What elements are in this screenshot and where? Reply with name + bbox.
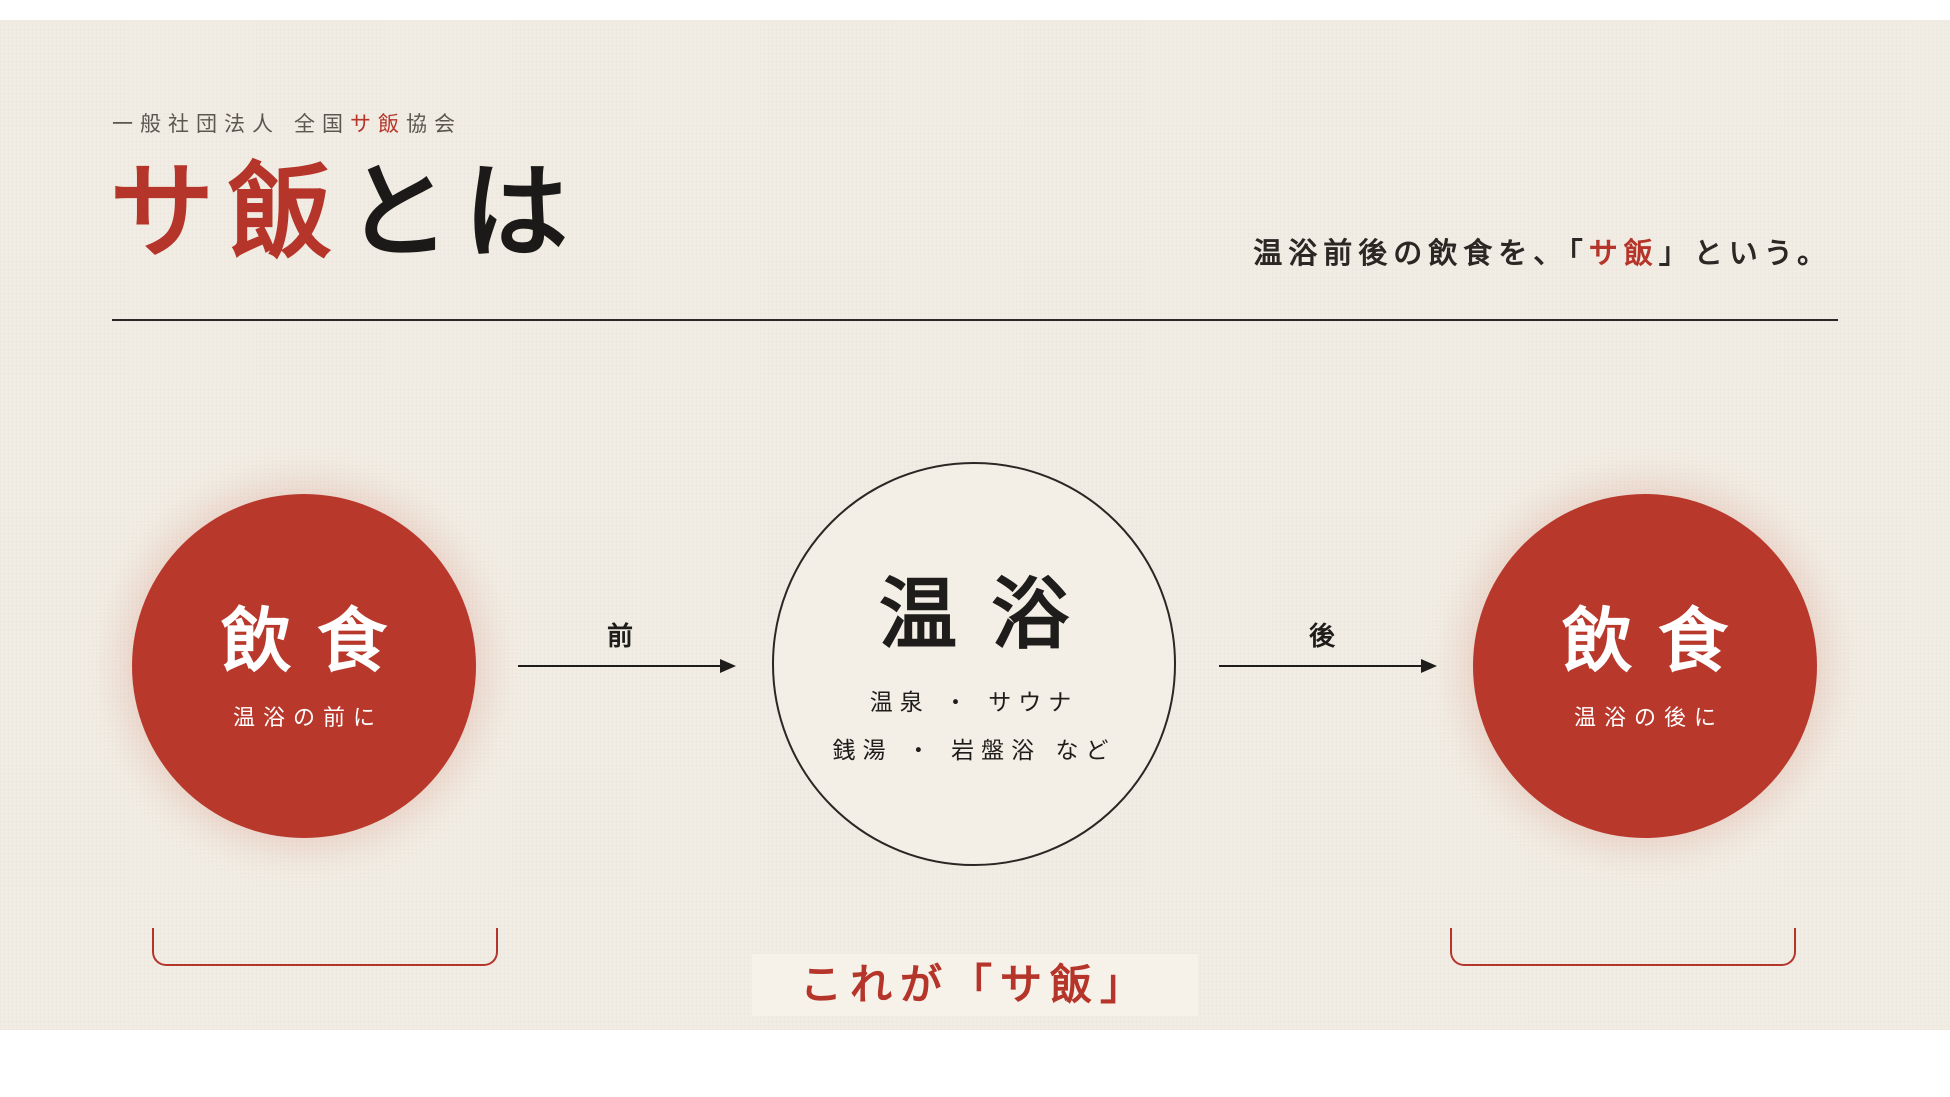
circle-eat-before: 飲食 温浴の前に xyxy=(132,494,476,838)
tagline-pre: 温浴前後の飲食を、「 xyxy=(1253,236,1589,270)
circle-eat-after: 飲食 温浴の後に xyxy=(1473,494,1817,838)
tagline-post: 」という。 xyxy=(1658,236,1832,270)
org-prefix: 一般社団法人 xyxy=(112,112,280,136)
bracket-right xyxy=(1450,928,1796,966)
tagline: 温浴前後の飲食を、「サ飯」という。 xyxy=(1253,230,1832,272)
circle-bathing: 温浴 温泉 ・ サウナ 銭湯 ・ 岩盤浴 など xyxy=(772,462,1176,866)
caption: これが「サ飯」 xyxy=(752,954,1198,1016)
circle-after-title: 飲食 xyxy=(1562,599,1754,682)
slide: 一般社団法人全国サ飯協会 サ飯とは 温浴前後の飲食を、「サ飯」という。 飲食 温… xyxy=(0,20,1950,1030)
arrow-after-label: 後 xyxy=(1308,622,1335,652)
page-title: サ飯とは xyxy=(110,160,582,264)
caption-text: これが「サ飯」 xyxy=(799,960,1150,1009)
org-accent: サ飯 xyxy=(350,112,406,136)
tagline-accent: サ飯 xyxy=(1588,236,1659,270)
circle-after-subtitle: 温浴の後に xyxy=(1573,706,1724,731)
title-rest: とは xyxy=(346,150,583,273)
header-divider xyxy=(112,319,1838,321)
org-pre: 全国 xyxy=(294,112,350,136)
bracket-left xyxy=(152,928,498,966)
arrow-before-label: 前 xyxy=(606,622,633,652)
organization-name: 一般社団法人全国サ飯協会 xyxy=(112,108,462,138)
title-accent: サ飯 xyxy=(110,150,347,273)
circle-before-subtitle: 温浴の前に xyxy=(232,706,383,731)
org-post: 協会 xyxy=(406,112,462,136)
arrow-right-icon xyxy=(1219,651,1437,681)
circle-center-line1: 温泉 ・ サウナ xyxy=(869,690,1079,716)
circle-before-title: 飲食 xyxy=(221,599,413,682)
circle-center-line2: 銭湯 ・ 岩盤浴 など xyxy=(832,738,1116,764)
arrow-right-icon xyxy=(518,651,736,681)
circle-center-title: 温浴 xyxy=(878,569,1103,660)
